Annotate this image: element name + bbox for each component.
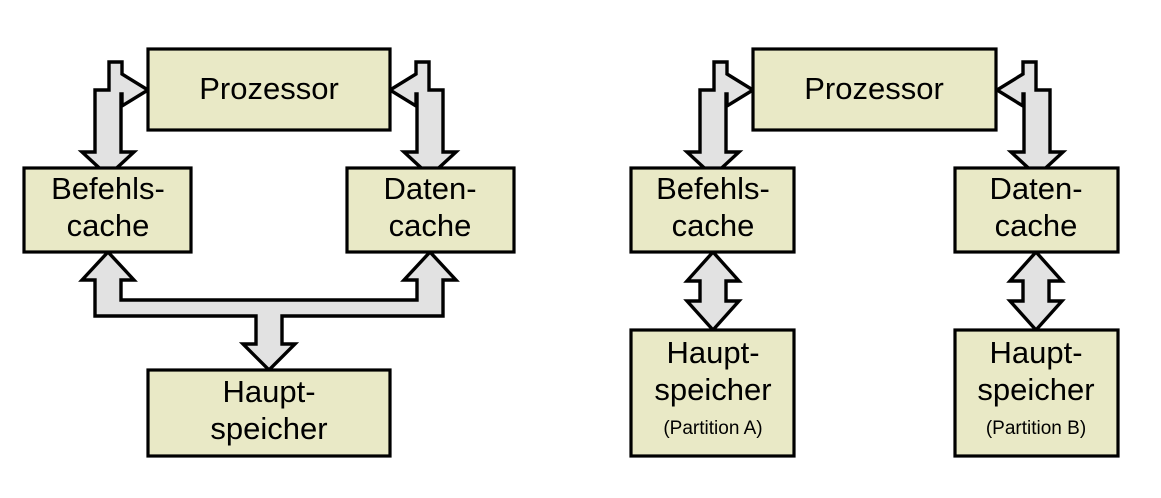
node-main-memory-left-label-line1: Haupt-	[222, 374, 315, 409]
node-processor-left-rect	[146, 47, 392, 132]
node-data-cache-left-label-line2: cache	[389, 208, 472, 243]
node-main-memory-partition-a-rect	[629, 328, 796, 458]
node-main-memory-left: Haupt- speicher	[146, 368, 392, 458]
node-instruction-cache-right-label-line1: Befehls-	[656, 171, 770, 206]
node-main-memory-partition-a-label-line2: speicher	[654, 372, 771, 407]
connector-instruction-cache-to-memory-a	[683, 249, 743, 333]
node-main-memory-partition-a-label-line3: (Partition A)	[663, 418, 762, 439]
node-data-cache-right-label-line1: Daten-	[989, 171, 1082, 206]
node-main-memory-partition-a: Haupt- speicher (Partition A)	[629, 328, 796, 458]
node-data-cache-right: Daten- cache	[953, 166, 1120, 254]
node-instruction-cache-right-label-line2: cache	[672, 208, 755, 243]
connector-caches-to-main-memory	[78, 249, 460, 373]
node-data-cache-left-rect	[345, 166, 516, 254]
node-main-memory-partition-b-label-line2: speicher	[977, 372, 1094, 407]
connector-data-cache-to-memory-b	[1006, 249, 1066, 333]
node-instruction-cache-right-rect	[629, 166, 796, 254]
node-main-memory-left-label-line2: speicher	[210, 411, 327, 446]
node-main-memory-partition-b-label-line1: Haupt-	[989, 335, 1082, 370]
node-data-cache-left-label-line1: Daten-	[383, 171, 476, 206]
node-processor-left: Prozessor	[146, 47, 392, 132]
node-main-memory-partition-b-rect	[953, 328, 1120, 458]
node-instruction-cache-left-rect	[22, 166, 193, 254]
diagram-harvard-partitioned-memory: Prozessor Befehls- cache Daten- cache Ha…	[629, 47, 1120, 458]
connector-processor-to-data-cache	[386, 60, 461, 179]
node-instruction-cache-right: Befehls- cache	[629, 166, 796, 254]
connector-processor-to-instruction-cache	[77, 60, 152, 179]
node-processor-left-label: Prozessor	[199, 71, 339, 106]
node-instruction-cache-left-label-line2: cache	[67, 208, 150, 243]
node-main-memory-partition-a-label-line1: Haupt-	[666, 335, 759, 370]
node-processor-right-label: Prozessor	[804, 71, 944, 106]
node-instruction-cache-left-label-line1: Befehls-	[51, 171, 165, 206]
connector-processor-to-data-cache-right	[993, 60, 1068, 179]
connector-processor-to-instruction-cache-right	[682, 60, 757, 179]
node-instruction-cache-left: Befehls- cache	[22, 166, 193, 254]
node-data-cache-right-label-line2: cache	[995, 208, 1078, 243]
node-data-cache-left: Daten- cache	[345, 166, 516, 254]
node-data-cache-right-rect	[953, 166, 1120, 254]
node-main-memory-partition-b-label-line3: (Partition B)	[986, 418, 1086, 439]
node-processor-right: Prozessor	[751, 47, 998, 132]
node-processor-right-rect	[751, 47, 998, 132]
node-main-memory-partition-b: Haupt- speicher (Partition B)	[953, 328, 1120, 458]
node-main-memory-left-rect	[146, 368, 392, 458]
diagram-harvard-shared-memory: Prozessor Befehls- cache Daten- cache Ha…	[22, 47, 516, 458]
